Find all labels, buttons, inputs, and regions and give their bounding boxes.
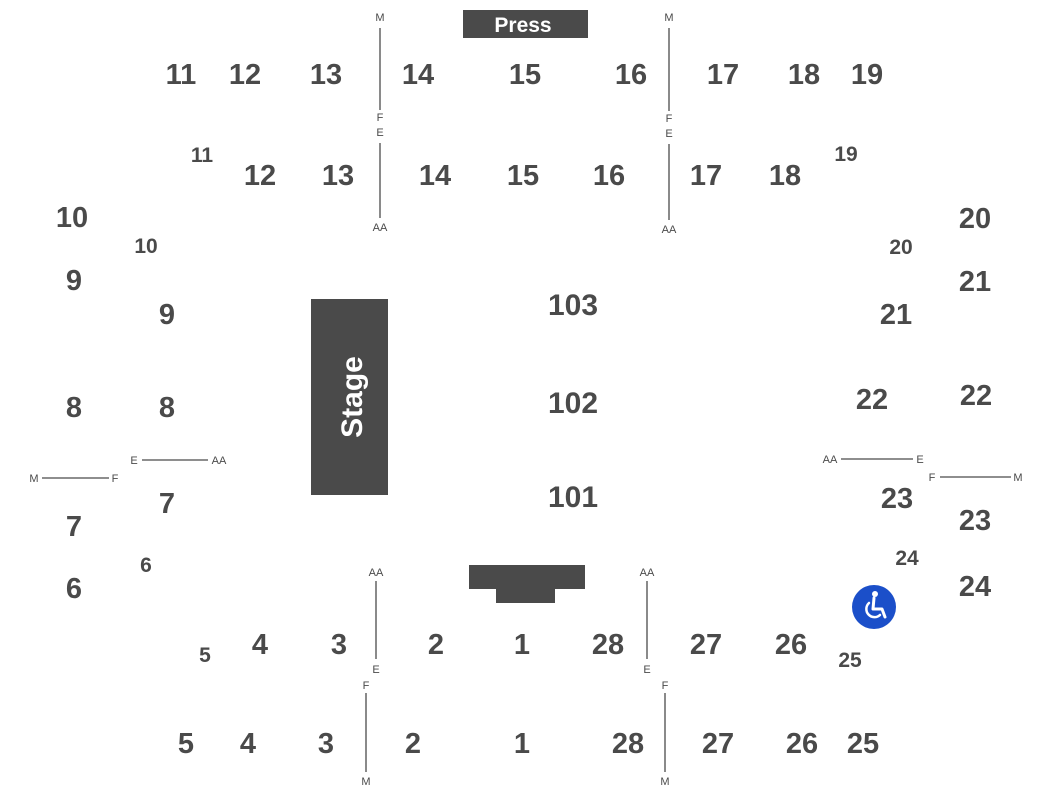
stage-label: Stage [336, 356, 369, 438]
row-label: M [1013, 472, 1022, 484]
inner-section[interactable]: 28 [592, 629, 624, 661]
outer-section[interactable]: 25 [847, 728, 879, 760]
row-label: F [666, 113, 673, 125]
row-label: F [929, 472, 936, 484]
row-label: E [376, 127, 383, 139]
row-label: E [372, 664, 379, 676]
inner-section[interactable]: 24 [895, 547, 919, 570]
inner-section[interactable]: 27 [690, 629, 722, 661]
inner-section[interactable]: 14 [419, 160, 451, 192]
row-label: AA [212, 455, 227, 467]
inner-section[interactable]: 3 [331, 629, 347, 661]
outer-sections: 5 4 3 2 1 28 27 26 25 6 7 8 9 10 11 12 1… [56, 59, 992, 760]
inner-section[interactable]: 12 [244, 160, 276, 192]
row-label: M [29, 473, 38, 485]
mix-platform [469, 565, 585, 603]
inner-section[interactable]: 10 [134, 235, 157, 258]
outer-section[interactable]: 12 [229, 59, 261, 91]
inner-section[interactable]: 20 [889, 236, 912, 259]
row-label: AA [823, 454, 838, 466]
row-label: AA [373, 222, 388, 234]
row-label: E [916, 454, 923, 466]
floor-sections: 103 102 101 [548, 289, 598, 514]
outer-section[interactable]: 7 [66, 511, 82, 543]
outer-section[interactable]: 5 [178, 728, 194, 760]
inner-section[interactable]: 15 [507, 160, 539, 192]
row-label: AA [662, 224, 677, 236]
inner-section[interactable]: 13 [322, 160, 354, 192]
row-label: E [665, 128, 672, 140]
inner-section[interactable]: 4 [252, 629, 268, 661]
row-label: AA [369, 567, 384, 579]
floor-section[interactable]: 101 [548, 481, 598, 514]
row-label: E [130, 455, 137, 467]
inner-section[interactable]: 2 [428, 629, 444, 661]
inner-section[interactable]: 17 [690, 160, 722, 192]
row-label: F [112, 473, 119, 485]
row-labels: M F E AA M F E AA M F E AA AA E F M AA E… [29, 12, 1022, 788]
inner-section[interactable]: 18 [769, 160, 801, 192]
row-label: E [643, 664, 650, 676]
outer-section[interactable]: 22 [960, 380, 992, 412]
row-label: AA [640, 567, 655, 579]
outer-section[interactable]: 26 [786, 728, 818, 760]
outer-section[interactable]: 3 [318, 728, 334, 760]
outer-section[interactable]: 19 [851, 59, 883, 91]
outer-section[interactable]: 21 [959, 266, 991, 298]
inner-sections: 5 4 3 2 1 28 27 26 25 6 7 8 9 10 11 12 1… [134, 143, 919, 672]
inner-section[interactable]: 11 [191, 144, 214, 167]
row-label: M [664, 12, 673, 24]
outer-section[interactable]: 20 [959, 203, 991, 235]
outer-section[interactable]: 24 [959, 571, 991, 603]
inner-section[interactable]: 22 [856, 384, 888, 416]
outer-section[interactable]: 17 [707, 59, 739, 91]
inner-section[interactable]: 5 [199, 644, 211, 667]
inner-section[interactable]: 21 [880, 299, 912, 331]
inner-section[interactable]: 25 [838, 649, 862, 672]
row-label: M [660, 776, 669, 788]
row-label: F [377, 112, 384, 124]
inner-section[interactable]: 23 [881, 483, 913, 515]
inner-section[interactable]: 6 [140, 554, 152, 577]
outer-section[interactable]: 27 [702, 728, 734, 760]
outer-section[interactable]: 4 [240, 728, 256, 760]
wheelchair-icon [852, 585, 896, 629]
inner-section[interactable]: 1 [514, 629, 530, 661]
aisle-lines [42, 28, 1011, 772]
row-label: F [662, 680, 669, 692]
row-label: F [363, 680, 370, 692]
outer-section[interactable]: 2 [405, 728, 421, 760]
inner-section[interactable]: 16 [593, 160, 625, 192]
outer-section[interactable]: 10 [56, 202, 88, 234]
inner-section[interactable]: 7 [159, 488, 175, 520]
outer-section[interactable]: 1 [514, 728, 530, 760]
outer-section[interactable]: 11 [166, 59, 197, 91]
outer-section[interactable]: 23 [959, 505, 991, 537]
outer-section[interactable]: 15 [509, 59, 541, 91]
outer-section[interactable]: 13 [310, 59, 342, 91]
stage-block[interactable]: Stage [311, 299, 388, 495]
row-label: M [375, 12, 384, 24]
row-label: M [361, 776, 370, 788]
press-label: Press [494, 14, 551, 37]
outer-section[interactable]: 9 [66, 265, 82, 297]
inner-section[interactable]: 26 [775, 629, 807, 661]
outer-section[interactable]: 8 [66, 392, 82, 424]
inner-section[interactable]: 9 [159, 299, 175, 331]
floor-section[interactable]: 102 [548, 387, 598, 420]
outer-section[interactable]: 6 [66, 573, 82, 605]
outer-section[interactable]: 16 [615, 59, 647, 91]
inner-section[interactable]: 8 [159, 392, 175, 424]
outer-section[interactable]: 14 [402, 59, 434, 91]
inner-section[interactable]: 19 [834, 143, 857, 166]
outer-section[interactable]: 28 [612, 728, 644, 760]
outer-section[interactable]: 18 [788, 59, 820, 91]
floor-section[interactable]: 103 [548, 289, 598, 322]
press-box[interactable]: Press [463, 10, 588, 38]
